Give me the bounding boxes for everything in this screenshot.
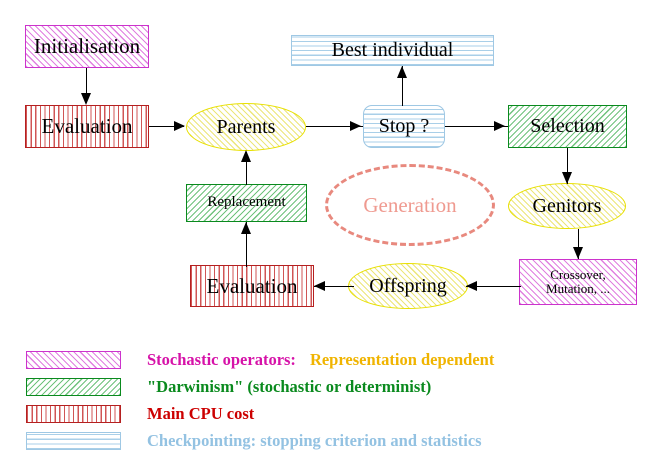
legend-row-stochastic: Stochastic operators: Representation dep… xyxy=(26,348,494,372)
node-replacement[interactable]: Replacement xyxy=(186,184,307,222)
node-selection[interactable]: Selection xyxy=(508,105,627,148)
edge-replacement-parents-line xyxy=(246,152,248,185)
edge-stop-best-arrowhead xyxy=(397,66,407,78)
node-best-individual[interactable]: Best individual xyxy=(291,35,494,66)
node-offspring[interactable]: Offspring xyxy=(348,263,468,309)
legend-label-representation-dependent: Representation dependent xyxy=(309,350,495,369)
node-stop[interactable]: Stop ? xyxy=(363,105,445,148)
legend-label-checkpointing: Checkpointing: stopping criterion and st… xyxy=(147,431,482,450)
legend-swatch-magenta-diagonal-hatch-icon xyxy=(26,351,121,369)
node-crossover-mutation[interactable]: Crossover, Mutation, ... xyxy=(519,259,637,305)
legend-row-darwinism: "Darwinism" (stochastic or determinist) xyxy=(26,375,431,399)
edge-crossover-offspring-line xyxy=(466,286,521,288)
node-crossover-mutation-label-line1: Crossover, xyxy=(550,267,606,283)
edge-stop-selection-line xyxy=(445,126,508,128)
node-offspring-label: Offspring xyxy=(369,274,447,297)
edge-stop-selection-arrowhead xyxy=(494,121,505,131)
node-generation-annotation: Generation xyxy=(325,164,495,246)
node-parents[interactable]: Parents xyxy=(186,103,306,151)
edge-genitors-crossover-line xyxy=(578,229,580,259)
node-replacement-label: Replacement xyxy=(207,194,286,211)
node-genitors[interactable]: Genitors xyxy=(508,183,626,229)
node-selection-label: Selection xyxy=(530,115,605,137)
node-genitors-label: Genitors xyxy=(532,194,602,217)
edge-crossover-offspring-arrowhead xyxy=(466,281,477,291)
edge-parents-stop-line xyxy=(306,126,363,128)
legend-label-stochastic-operators: Stochastic operators: xyxy=(147,350,296,369)
edge-genitors-crossover-arrowhead xyxy=(573,247,583,259)
node-initialisation-label: Initialisation xyxy=(33,34,141,59)
edge-evaluation-replacement-line xyxy=(246,222,248,267)
legend-label-darwinism: "Darwinism" (stochastic or determinist) xyxy=(147,377,432,396)
edge-initialisation-evaluation-arrowhead xyxy=(81,93,91,105)
node-crossover-mutation-label-line2: Mutation, ... xyxy=(546,281,610,296)
edge-evaluation-parents-arrowhead xyxy=(174,121,185,131)
edge-replacement-parents-arrowhead xyxy=(241,150,251,162)
node-evaluation-top[interactable]: Evaluation xyxy=(25,105,149,148)
edge-parents-stop-arrowhead xyxy=(350,121,361,131)
legend-swatch-blue-horizontal-hatch-icon xyxy=(26,432,121,450)
node-evaluation-bottom-label: Evaluation xyxy=(206,273,298,298)
legend-label-main-cpu-cost: Main CPU cost xyxy=(147,404,255,423)
node-best-individual-label: Best individual xyxy=(331,39,454,61)
node-initialisation[interactable]: Initialisation xyxy=(25,25,149,68)
node-generation-label: Generation xyxy=(363,192,457,217)
legend-row-checkpointing: Checkpointing: stopping criterion and st… xyxy=(26,429,482,453)
edge-selection-genitors-arrowhead xyxy=(562,172,572,184)
edge-initialisation-evaluation-line xyxy=(86,68,88,95)
node-evaluation-top-label: Evaluation xyxy=(41,114,133,139)
edge-stop-best-line xyxy=(402,66,404,106)
edge-offspring-evaluation-arrowhead xyxy=(314,281,325,291)
legend-swatch-red-vertical-hatch-icon xyxy=(26,405,121,423)
node-parents-label: Parents xyxy=(216,115,276,138)
legend-row-cpu-cost: Main CPU cost xyxy=(26,402,254,426)
edge-evaluation-replacement-arrowhead xyxy=(241,222,251,234)
edge-evaluation-parents-line xyxy=(149,126,184,128)
legend-swatch-green-diagonal-hatch-icon xyxy=(26,378,121,396)
edge-offspring-evaluation-line xyxy=(314,286,354,288)
node-stop-label: Stop ? xyxy=(378,115,430,137)
node-evaluation-bottom[interactable]: Evaluation xyxy=(190,265,314,307)
edge-selection-genitors-line xyxy=(567,148,569,184)
